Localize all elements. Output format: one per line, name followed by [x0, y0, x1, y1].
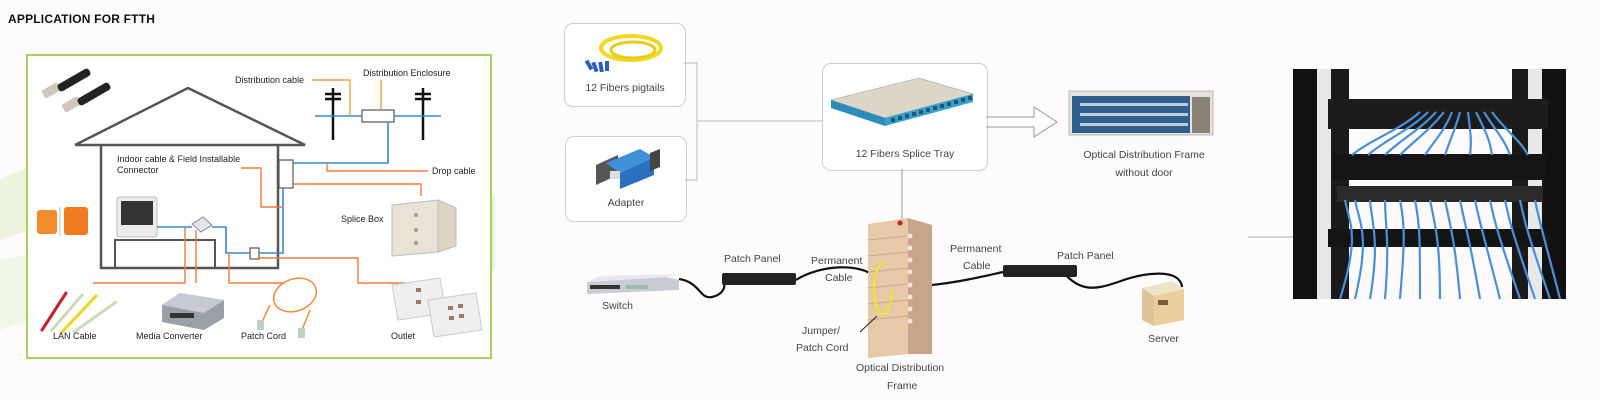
label-splice-box: Splice Box [341, 214, 384, 224]
patch-cord-connector-icon [298, 328, 305, 338]
label-jumper-1: Jumper/ [802, 325, 840, 337]
label-server: Server [1148, 333, 1179, 345]
label-odf-1: Optical Distribution [856, 362, 945, 374]
label-permanent-right-2: Cable [963, 260, 991, 272]
label-drop-cable: Drop cable [432, 166, 476, 176]
rack-cable-bar-unit [1328, 229, 1550, 247]
label-patch-panel-right: Patch Panel [1057, 250, 1114, 262]
rack-cable-manager-unit [1332, 154, 1546, 180]
label-patch-cord: Patch Cord [241, 331, 287, 341]
label-odf-without-door-2: without door [1115, 167, 1173, 179]
utility-pole-icon [325, 88, 431, 140]
patch-panel-left-icon [722, 273, 796, 285]
label-permanent-left-2: Cable [825, 272, 853, 284]
label-patch-panel-left: Patch Panel [724, 253, 781, 265]
rack-patch-panel-unit [1337, 186, 1543, 202]
switch-icon [587, 274, 679, 294]
monitor-icon [116, 196, 158, 238]
patch-panel-right-icon [1003, 265, 1077, 277]
label-lan-cable: LAN Cable [53, 331, 97, 341]
pigtails-icon [584, 34, 663, 73]
patch-cord-icon [261, 277, 318, 331]
card-adapter-label: Adapter [607, 197, 645, 209]
label-permanent-right-1: Permanent [950, 243, 1002, 255]
leader-lines [93, 163, 428, 284]
jumper-leader-line [859, 315, 878, 333]
optical-distribution-frame-icon [867, 218, 932, 358]
fiber-spool-icon [37, 207, 88, 236]
adapter-icon [596, 149, 660, 189]
rack-switch-unit [1328, 99, 1548, 129]
wall-terminal-box [278, 159, 294, 189]
outlet-icon [391, 277, 483, 338]
media-converter-icon [162, 293, 224, 330]
label-switch: Switch [602, 300, 633, 312]
label-outlet: Outlet [391, 331, 416, 341]
label-indoor-cable-2: Connector [117, 165, 159, 175]
label-jumper-2: Patch Cord [796, 342, 849, 354]
card-pigtails: 12 Fibers pigtails [564, 23, 686, 107]
label-permanent-left-1: Permanent [811, 255, 863, 267]
splice-box-icon [391, 199, 457, 257]
card-pigtails-label: 12 Fibers pigtails [585, 82, 665, 94]
server-icon [1142, 281, 1184, 326]
label-odf-without-door-1: Optical Distribution Frame [1083, 149, 1205, 161]
label-distribution-cable: Distribution cable [235, 75, 305, 85]
label-media-converter: Media Converter [136, 331, 203, 341]
fiber-lines [157, 115, 441, 254]
patch-cord-connector-icon [257, 320, 264, 330]
splice-tray-icon [829, 77, 975, 126]
label-distribution-enclosure: Distribution Enclosure [363, 68, 451, 78]
odf-rack-icon [1068, 90, 1214, 136]
arrow-right-icon [986, 106, 1058, 138]
card-splice-tray-label: 12 Fibers Splice Tray [855, 148, 955, 160]
sc-connector-icon [41, 68, 111, 113]
label-indoor-cable-1: Indoor cable & Field Installable [117, 154, 241, 164]
card-adapter: Adapter [565, 136, 687, 222]
rack-blue-cables [1338, 111, 1562, 300]
media-converter-small-icon [191, 216, 213, 233]
lan-cable-icon [40, 291, 118, 334]
leader-lines-light [312, 79, 382, 116]
ftth-title: APPLICATION FOR FTTH [8, 12, 156, 26]
label-odf-2: Frame [887, 380, 918, 392]
